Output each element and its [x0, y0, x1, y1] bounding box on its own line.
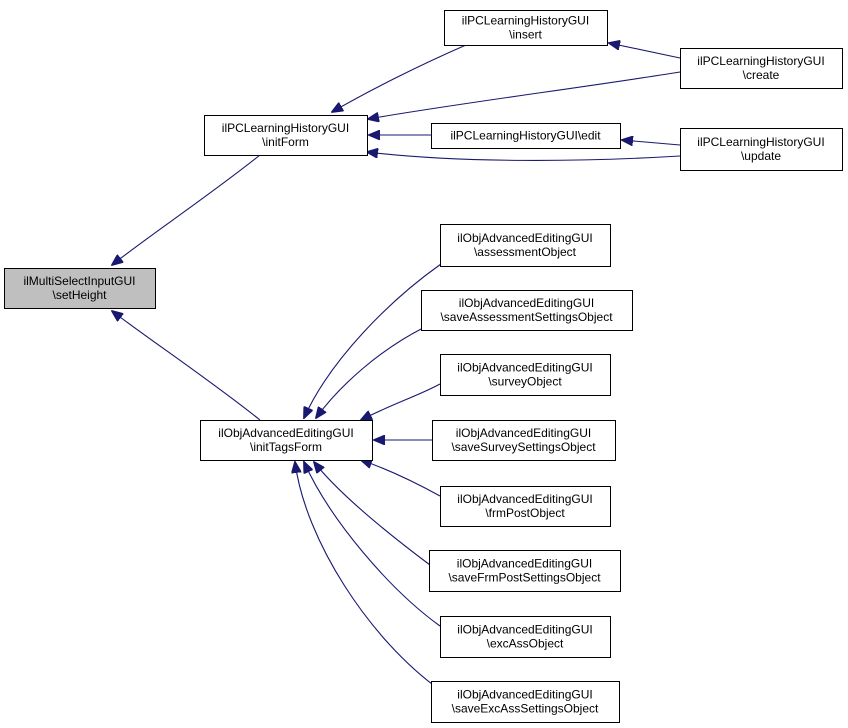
- node-method-label: \saveExcAssSettingsObject: [452, 702, 599, 716]
- node-class-label: ilPCLearningHistoryGUI: [697, 135, 824, 149]
- node-box: [440, 354, 611, 396]
- node-create[interactable]: ilPCLearningHistoryGUI\create: [680, 48, 843, 89]
- node-class-label: ilPCLearningHistoryGUI: [462, 14, 589, 28]
- node-class-label: ilObjAdvancedEditingGUI: [218, 426, 353, 440]
- node-box: [440, 486, 611, 527]
- edge-update-to-edit: [622, 140, 681, 145]
- node-box: [680, 48, 843, 89]
- edges-layer: [112, 43, 681, 691]
- node-method-label: \saveAssessmentSettingsObject: [440, 310, 613, 324]
- node-box: [429, 550, 621, 592]
- node-class-label: ilObjAdvancedEditingGUI: [457, 557, 592, 571]
- node-initTagsForm[interactable]: ilObjAdvancedEditingGUI\initTagsForm: [200, 420, 373, 461]
- edge-surveyObject-to-initTagsForm: [361, 383, 441, 420]
- node-class-label: ilMultiSelectInputGUI: [23, 274, 135, 288]
- node-saveAssessmentSettingsObject[interactable]: ilObjAdvancedEditingGUI\saveAssessmentSe…: [421, 290, 633, 331]
- node-edit[interactable]: ilPCLearningHistoryGUI\edit: [431, 123, 621, 149]
- node-insert[interactable]: ilPCLearningHistoryGUI\insert: [444, 10, 608, 46]
- node-box: [204, 115, 368, 156]
- node-method-label: \saveFrmPostSettingsObject: [448, 571, 601, 585]
- edge-initTagsForm-to-setHeight: [112, 311, 261, 421]
- node-box: [421, 290, 633, 331]
- edge-excAssObject-to-initTagsForm: [304, 462, 441, 627]
- node-method-label: \assessmentObject: [474, 245, 577, 259]
- node-excAssObject[interactable]: ilObjAdvancedEditingGUI\excAssObject: [440, 616, 611, 658]
- edge-update-to-initForm: [367, 152, 681, 161]
- node-box: [444, 10, 608, 46]
- node-method-label: \create: [743, 68, 780, 82]
- node-class-label: ilObjAdvancedEditingGUI: [459, 296, 594, 310]
- edge-create-to-insert: [609, 43, 681, 59]
- node-box: [431, 681, 620, 723]
- edge-saveFrmPostSettingsObject-to-initTagsForm: [314, 462, 431, 566]
- node-method-label: \initTagsForm: [250, 440, 322, 454]
- node-class-label: ilObjAdvancedEditingGUI: [457, 623, 592, 637]
- node-method-label: \frmPostObject: [485, 506, 565, 520]
- node-assessmentObject[interactable]: ilObjAdvancedEditingGUI\assessmentObject: [440, 224, 611, 267]
- node-method-label: \insert: [509, 28, 542, 42]
- node-class-label: ilObjAdvancedEditingGUI: [457, 231, 592, 245]
- edge-insert-to-initForm: [332, 44, 467, 112]
- edge-assessmentObject-to-initTagsForm: [304, 263, 442, 418]
- node-class-label: ilObjAdvancedEditingGUI: [457, 688, 592, 702]
- node-class-label: ilPCLearningHistoryGUI: [222, 121, 349, 135]
- node-frmPostObject[interactable]: ilObjAdvancedEditingGUI\frmPostObject: [440, 486, 611, 527]
- node-update[interactable]: ilPCLearningHistoryGUI\update: [680, 128, 843, 171]
- node-class-label: ilPCLearningHistoryGUI: [697, 54, 824, 68]
- node-box: [440, 224, 611, 267]
- node-method-label: \excAssObject: [487, 637, 564, 651]
- node-box: [431, 123, 621, 149]
- node-class-label: ilPCLearningHistoryGUI\edit: [450, 129, 601, 143]
- node-method-label: \update: [741, 149, 781, 163]
- node-method-label: \surveyObject: [488, 375, 562, 389]
- node-method-label: \saveSurveySettingsObject: [451, 440, 596, 454]
- node-method-label: \initForm: [262, 135, 309, 149]
- node-box: [680, 128, 843, 171]
- edge-saveAssessmentSettingsObject-to-initTagsForm: [316, 327, 424, 418]
- node-initForm[interactable]: ilPCLearningHistoryGUI\initForm: [204, 115, 368, 156]
- edge-frmPostObject-to-initTagsForm: [361, 460, 441, 497]
- edge-initForm-to-setHeight: [112, 154, 261, 265]
- node-box: [200, 420, 373, 461]
- node-class-label: ilObjAdvancedEditingGUI: [457, 492, 592, 506]
- node-saveExcAssSettingsObject[interactable]: ilObjAdvancedEditingGUI\saveExcAssSettin…: [431, 681, 620, 723]
- nodes-layer: ilMultiSelectInputGUI\setHeight ilPCLearn…: [4, 10, 843, 723]
- node-class-label: ilObjAdvancedEditingGUI: [456, 426, 591, 440]
- node-saveFrmPostSettingsObject[interactable]: ilObjAdvancedEditingGUI\saveFrmPostSetti…: [429, 550, 621, 592]
- edge-create-to-initForm: [368, 71, 681, 119]
- node-method-label: \setHeight: [52, 288, 107, 302]
- node-surveyObject[interactable]: ilObjAdvancedEditingGUI\surveyObject: [440, 354, 611, 396]
- node-setHeight[interactable]: ilMultiSelectInputGUI\setHeight: [4, 268, 156, 309]
- edge-saveExcAssSettingsObject-to-initTagsForm: [295, 462, 441, 691]
- node-box: [440, 616, 611, 658]
- node-class-label: ilObjAdvancedEditingGUI: [457, 361, 592, 375]
- node-box: [4, 268, 156, 309]
- node-saveSurveySettingsObject[interactable]: ilObjAdvancedEditingGUI\saveSurveySettin…: [432, 420, 616, 461]
- node-box: [432, 420, 616, 461]
